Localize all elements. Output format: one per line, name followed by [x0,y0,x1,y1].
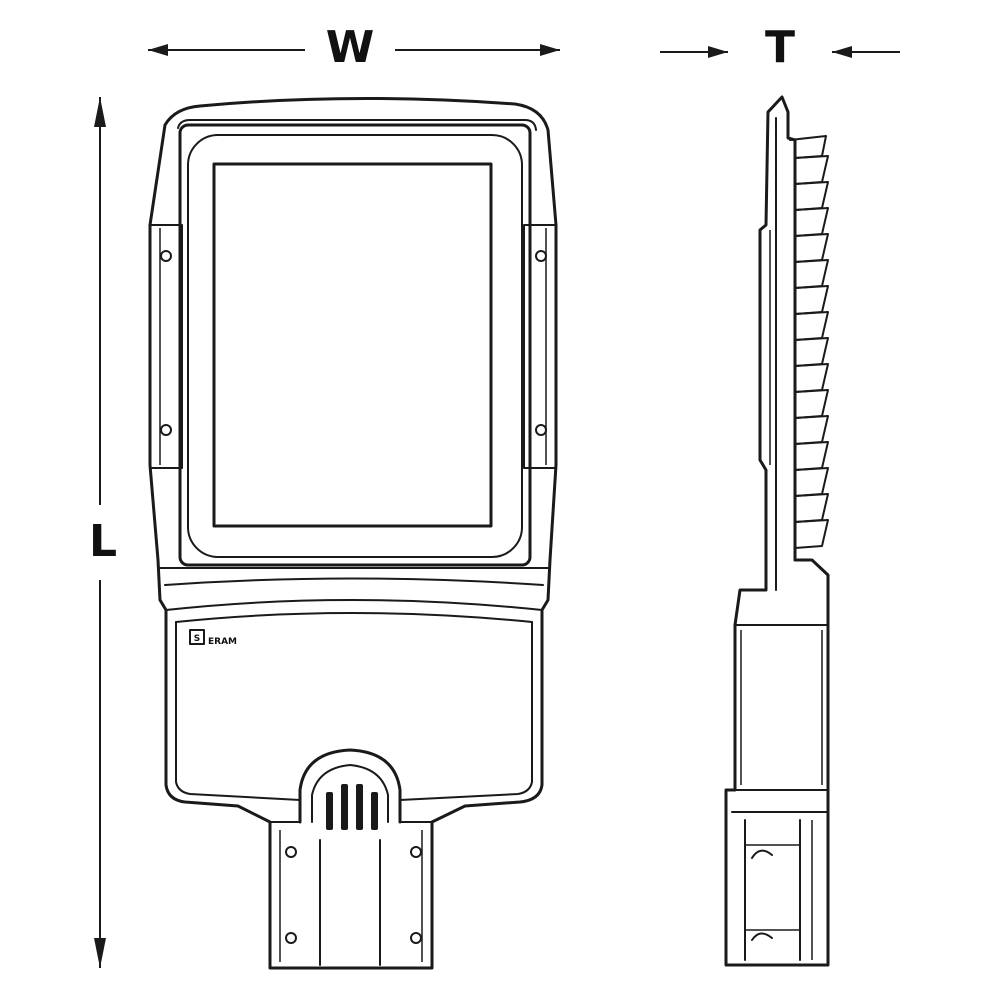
width-dimension: W [148,22,560,73]
clamp-screw-icon [285,846,297,858]
left-side-bracket [149,224,183,469]
clamp-screw-icon [410,932,422,944]
vent-slot [356,784,363,830]
optics-lens [212,162,493,528]
screw-icon [160,424,172,436]
screw-icon [535,424,547,436]
brand-logo: S ERAM [189,629,237,647]
length-label: L [89,516,117,567]
right-side-bracket [523,224,557,469]
logo-letter: S [194,634,200,644]
width-label: W [326,22,375,73]
vent-slot [371,792,378,830]
screw-icon [160,250,172,262]
logo-text: ERAM [208,637,237,647]
pole-mount-arch [298,748,402,824]
heat-sink-fins [789,135,829,549]
front-housing-outline [148,96,558,970]
thickness-dimension: T [660,22,900,73]
optics-frame [178,123,532,567]
side-housing-outline [724,95,830,967]
front-view: S ERAM [148,96,558,970]
screw-icon [535,250,547,262]
length-dimension: L [89,97,117,968]
clamp-screw-icon [285,932,297,944]
vent-slot [326,792,333,830]
side-view [724,95,830,967]
vent-slot [341,784,348,830]
clamp-screw-icon [410,846,422,858]
thickness-label: T [765,22,795,73]
